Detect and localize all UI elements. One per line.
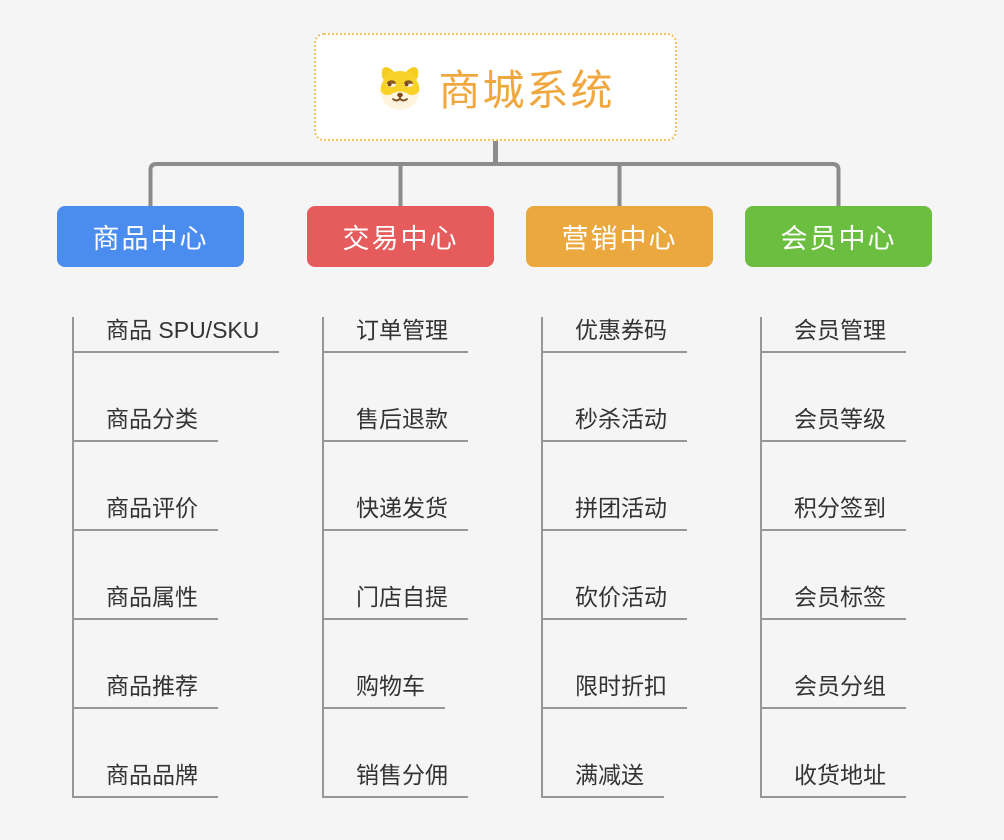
leaf-topic[interactable]: 拼团活动 xyxy=(543,495,687,531)
shiba-dog-icon xyxy=(380,66,420,110)
leaf-topic[interactable]: 商品评价 xyxy=(74,495,218,531)
branch-children-marketing-center: 优惠券码 秒杀活动 拼团活动 砍价活动 限时折扣 满减送 xyxy=(541,317,687,798)
branch-product-center: 商品中心 商品 SPU/SKU 商品分类 商品评价 商品属性 商品推荐 商品品牌 xyxy=(57,206,280,798)
leaf-topic[interactable]: 商品属性 xyxy=(74,584,218,620)
leaf-topic[interactable]: 会员标签 xyxy=(762,584,906,620)
leaf-topic[interactable]: 商品 SPU/SKU xyxy=(74,317,280,353)
leaf-topic[interactable]: 售后退款 xyxy=(324,406,468,442)
leaf-topic[interactable]: 满减送 xyxy=(543,762,664,798)
branch-children-product-center: 商品 SPU/SKU 商品分类 商品评价 商品属性 商品推荐 商品品牌 xyxy=(72,317,280,798)
branch-node-marketing-center[interactable]: 营销中心 xyxy=(526,206,713,267)
leaf-topic[interactable]: 商品分类 xyxy=(74,406,218,442)
leaf-topic[interactable]: 订单管理 xyxy=(324,317,468,353)
leaf-topic[interactable]: 门店自提 xyxy=(324,584,468,620)
leaf-topic[interactable]: 砍价活动 xyxy=(543,584,687,620)
branch-children-trade-center: 订单管理 售后退款 快递发货 门店自提 购物车 销售分佣 xyxy=(322,317,468,798)
leaf-topic[interactable]: 积分签到 xyxy=(762,495,906,531)
branch-member-center: 会员中心 会员管理 会员等级 积分签到 会员标签 会员分组 收货地址 xyxy=(745,206,932,798)
leaf-topic[interactable]: 优惠券码 xyxy=(543,317,687,353)
leaf-topic[interactable]: 限时折扣 xyxy=(543,673,687,709)
leaf-topic[interactable]: 收货地址 xyxy=(762,762,906,798)
leaf-topic[interactable]: 会员管理 xyxy=(762,317,906,353)
leaf-topic[interactable]: 快递发货 xyxy=(324,495,468,531)
root-topic-title: 商城系统 xyxy=(438,66,615,114)
leaf-topic[interactable]: 商品推荐 xyxy=(74,673,218,709)
leaf-topic[interactable]: 销售分佣 xyxy=(324,762,468,798)
leaf-topic[interactable]: 会员等级 xyxy=(762,406,906,442)
branch-node-product-center[interactable]: 商品中心 xyxy=(57,206,244,267)
branch-node-member-center[interactable]: 会员中心 xyxy=(745,206,932,267)
branch-marketing-center: 营销中心 优惠券码 秒杀活动 拼团活动 砍价活动 限时折扣 满减送 xyxy=(526,206,713,798)
branch-node-trade-center[interactable]: 交易中心 xyxy=(307,206,494,267)
leaf-topic[interactable]: 商品品牌 xyxy=(74,762,218,798)
branch-children-member-center: 会员管理 会员等级 积分签到 会员标签 会员分组 收货地址 xyxy=(760,317,906,798)
branch-bus-line xyxy=(148,162,841,206)
leaf-topic[interactable]: 秒杀活动 xyxy=(543,406,687,442)
leaf-topic[interactable]: 购物车 xyxy=(324,673,445,709)
leaf-topic[interactable]: 会员分组 xyxy=(762,673,906,709)
branch-trade-center: 交易中心 订单管理 售后退款 快递发货 门店自提 购物车 销售分佣 xyxy=(307,206,494,798)
root-topic[interactable]: 商城系统 xyxy=(314,33,677,141)
